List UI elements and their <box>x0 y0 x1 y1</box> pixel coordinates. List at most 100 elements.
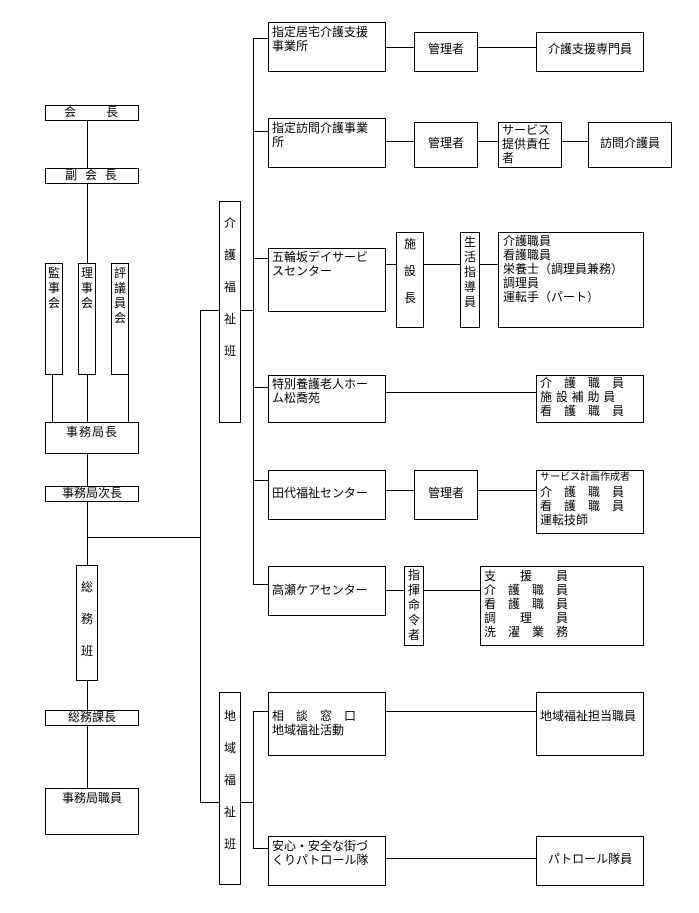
takase-center-box: 高瀬ケアセンター <box>268 566 386 616</box>
life-counselor-box: 生 活 指 導 員 <box>460 232 480 328</box>
connector-director-counselor <box>424 264 460 265</box>
secretariat-staff-box: 事務局職員 <box>45 788 139 835</box>
directors-char: 事 <box>80 281 93 295</box>
home-care-support-box: 指定居宅介護支援 事業所 <box>268 22 386 72</box>
service-coordinator-box: サービス 提供責任 者 <box>498 122 562 168</box>
community-section-char: 域 <box>223 741 236 755</box>
connector-care-spine <box>253 38 254 584</box>
community-section-char: 班 <box>223 837 236 851</box>
nursing-home-line: ム松喬苑 <box>272 391 321 405</box>
community-section-char: 地 <box>223 709 236 723</box>
commander-char: 令 <box>407 613 420 627</box>
consultation-line: 相 談 窓 口 <box>272 709 357 723</box>
care-section-char: 祉 <box>223 312 236 326</box>
nursing-home-staff-line: 介 護 職 員 <box>540 376 625 390</box>
day-service-staff-line: 看護職員 <box>503 248 552 262</box>
nursing-home-staff-line: 施 設 補 助 員 <box>540 390 616 404</box>
commander-char: 指 <box>407 568 420 582</box>
home-care-support-line: 指定居宅介護支援 <box>272 25 369 39</box>
day-service-line: スセンター <box>272 264 333 278</box>
connector-row6 <box>386 590 480 591</box>
general-affairs-char: 班 <box>80 644 93 658</box>
auditors-char: 会 <box>47 296 60 310</box>
councilors-char: 会 <box>113 311 126 325</box>
community-welfare-staff-box: 地域福祉担当職員 <box>536 692 644 756</box>
deputy-director-general-box: 事務局次長 <box>45 486 139 502</box>
directors-char: 会 <box>80 296 93 310</box>
secretariat-staff-label: 事務局職員 <box>61 791 122 805</box>
nursing-home-staff-box: 介 護 職 員 施 設 補 助 員 看 護 職 員 <box>536 375 644 423</box>
connector-auditors <box>52 374 53 422</box>
patrol-member-box: パトロール隊員 <box>536 836 644 886</box>
community-section-char: 福 <box>223 773 236 787</box>
care-section-char: 福 <box>223 280 236 294</box>
home-visit-caregiver-label: 訪問介護員 <box>599 136 660 150</box>
connector-care-section <box>200 310 220 311</box>
consultation-line: 地域福祉活動 <box>272 723 345 737</box>
connector-care-2 <box>253 131 268 132</box>
general-affairs-char: 総 <box>80 580 93 594</box>
councilors-box: 評 議 員 会 <box>111 263 129 375</box>
takase-staff-line: 看 護 職 員 <box>484 597 569 611</box>
takase-staff-box: 支 援 員 介 護 職 員 看 護 職 員 調 理 員 洗 濯 業 務 <box>480 566 644 646</box>
connector-main-branch <box>87 537 201 538</box>
tashiro-staff-line: 介 護 職 員 <box>540 485 625 499</box>
patrol-member-label: パトロール隊員 <box>547 852 633 866</box>
care-section-char: 班 <box>223 344 236 358</box>
day-service-staff-box: 介護職員 看護職員 栄養士（調理員兼務） 調理員 運転手（パート） <box>498 232 644 328</box>
chairman-box: 会 長 <box>45 105 139 121</box>
vice-chairman-box: 副 会 長 <box>45 168 139 184</box>
nursing-home-staff-line: 看 護 職 員 <box>540 404 625 418</box>
day-service-staff-line: 栄養士（調理員兼務） <box>503 262 624 276</box>
tashiro-center-label: 田代福祉センター <box>272 486 369 500</box>
councilors-char: 評 <box>113 266 126 280</box>
patrol-line: くりパトロール隊 <box>272 853 369 867</box>
home-care-manager-box: 管理者 <box>414 32 478 72</box>
home-visit-caregiver-box: 訪問介護員 <box>588 122 672 168</box>
takase-staff-line: 支 援 員 <box>484 569 569 583</box>
tashiro-staff-box: サービス計画作成者 介 護 職 員 看 護 職 員 運転技師 <box>536 470 644 534</box>
takase-staff-line: 介 護 職 員 <box>484 583 569 597</box>
connector-councilors <box>128 374 129 422</box>
day-service-staff-line: 運転手（パート） <box>503 290 600 304</box>
councilors-char: 員 <box>113 296 126 310</box>
general-affairs-chief-label: 総務課長 <box>67 710 116 724</box>
tashiro-center-box: 田代福祉センター <box>268 470 386 520</box>
takase-staff-line: 調 理 員 <box>484 611 569 625</box>
auditors-char: 監 <box>47 266 60 280</box>
tashiro-staff-line: 看 護 職 員 <box>540 499 625 513</box>
connector-care-4 <box>253 387 268 388</box>
service-coordinator-line: 者 <box>502 151 515 165</box>
connector-row4 <box>386 392 536 393</box>
connector-row2 <box>386 141 588 142</box>
care-section-char: 介 <box>223 216 236 230</box>
patrol-box: 安心・安全な街づ くりパトロール隊 <box>268 836 386 886</box>
facility-director-box: 施 設 長 <box>396 232 424 328</box>
life-counselor-char: 員 <box>463 295 476 309</box>
councilors-char: 議 <box>113 281 126 295</box>
deputy-director-general-label: 事務局次長 <box>61 486 122 500</box>
tashiro-staff-line: 運転技師 <box>540 513 589 527</box>
service-coordinator-line: サービス <box>502 123 551 137</box>
commander-char: 揮 <box>407 583 420 597</box>
patrol-line: 安心・安全な街づ <box>272 839 369 853</box>
community-welfare-section-box: 地 域 福 祉 班 <box>219 692 241 885</box>
life-counselor-char: 導 <box>463 280 476 294</box>
day-service-staff-line: 介護職員 <box>503 234 552 248</box>
connector-left-spine <box>87 121 88 790</box>
directors-char: 理 <box>80 266 93 280</box>
nursing-home-box: 特別養護老人ホー ム松喬苑 <box>268 375 386 423</box>
connector-community-link <box>241 802 254 803</box>
connector-tashiro-staff <box>478 490 536 491</box>
tashiro-manager-box: 管理者 <box>414 470 478 520</box>
connector-community-spine <box>253 711 254 848</box>
director-general-box: 事務局長 <box>45 422 139 454</box>
care-section-char: 護 <box>223 248 236 262</box>
director-general-label: 事務局長 <box>65 425 118 439</box>
general-affairs-chief-box: 総務課長 <box>45 710 139 726</box>
life-counselor-char: 生 <box>463 235 476 249</box>
directors-box: 理 事 会 <box>78 263 96 375</box>
connector-care-5 <box>253 480 268 481</box>
home-visit-manager-box: 管理者 <box>414 122 478 168</box>
